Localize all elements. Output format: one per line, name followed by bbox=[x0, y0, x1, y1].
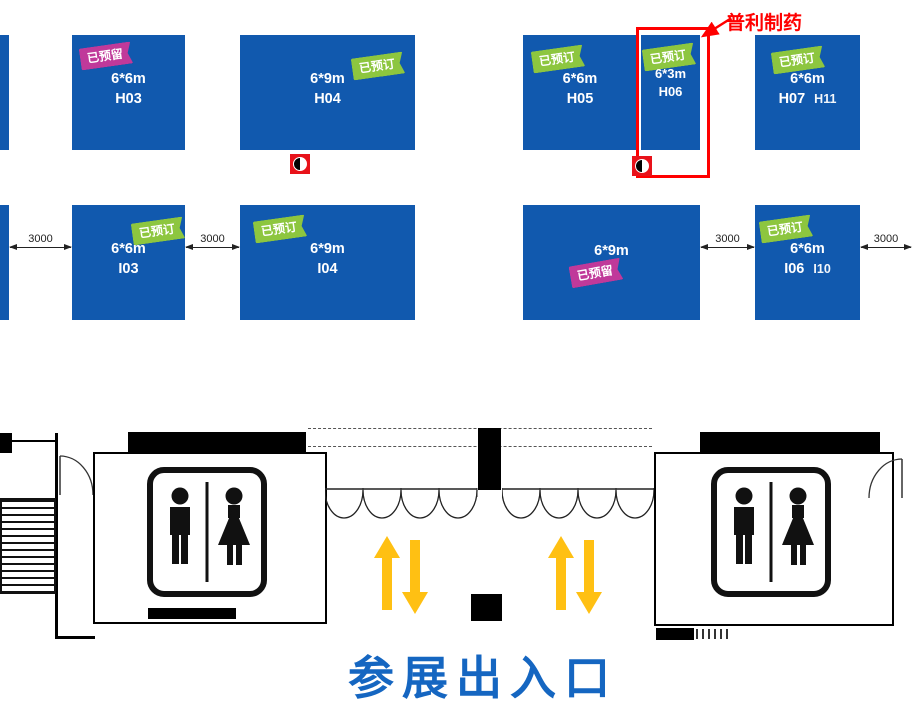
wall-segment bbox=[0, 440, 56, 442]
booth-size: 6*9m bbox=[594, 243, 629, 259]
booth-size: 6*6m bbox=[790, 241, 825, 257]
booth-size: 6*6m bbox=[790, 71, 825, 87]
arrow-down-icon bbox=[402, 540, 428, 614]
door-swing-icon bbox=[868, 458, 903, 499]
wall-segment bbox=[148, 608, 236, 619]
arrow-up-icon bbox=[374, 536, 400, 610]
wall-hatch bbox=[696, 629, 730, 639]
center-block bbox=[471, 594, 502, 621]
door-swing-row-left bbox=[325, 488, 478, 519]
restroom-sign-icon bbox=[711, 467, 831, 597]
booth-id: H06 bbox=[658, 84, 683, 100]
booth-id: I06 bbox=[784, 261, 805, 278]
annotation-company: 普利制药 bbox=[726, 13, 803, 34]
booth-id-secondary: I10 bbox=[813, 262, 831, 277]
staircase bbox=[0, 498, 56, 594]
dimension-label: 3000 bbox=[873, 233, 899, 245]
booth-i05[interactable]: 6*9m 已预留 bbox=[523, 205, 700, 320]
dimension-label: 3000 bbox=[715, 233, 740, 245]
booth-partial-row2-left[interactable] bbox=[0, 205, 9, 320]
booth-i04[interactable]: 已预订 6*9m I04 bbox=[240, 205, 415, 320]
wall-segment bbox=[55, 636, 95, 639]
restroom-sign-icon bbox=[147, 467, 267, 597]
booth-size: 6*6m bbox=[111, 71, 146, 87]
booth-size: 6*9m bbox=[310, 241, 345, 257]
fire-hydrant-icon bbox=[632, 156, 652, 176]
booth-id: H07 bbox=[778, 91, 806, 108]
fire-hydrant-icon bbox=[290, 154, 310, 174]
arrow-down-icon bbox=[576, 540, 602, 614]
booth-id: H05 bbox=[566, 91, 594, 108]
reserved-badge: 已预留 bbox=[568, 258, 623, 289]
dimension-3000: 3000 bbox=[860, 233, 912, 250]
booth-id: H04 bbox=[314, 91, 341, 108]
booth-h03[interactable]: 已预留 6*6m H03 bbox=[72, 35, 185, 150]
entrance-label: 参展出入口 bbox=[348, 652, 618, 704]
booth-id-secondary: H11 bbox=[814, 92, 837, 107]
booth-id: I03 bbox=[118, 261, 139, 278]
center-column bbox=[478, 428, 501, 490]
dimension-3000: 3000 bbox=[700, 233, 755, 250]
booth-h05[interactable]: 已预订 6*6m H05 bbox=[523, 35, 637, 150]
door-swing-icon bbox=[59, 455, 94, 496]
reserved-badge: 已预留 bbox=[79, 41, 134, 70]
arrow-up-icon bbox=[548, 536, 574, 610]
dimension-label: 3000 bbox=[28, 233, 53, 245]
wall-segment bbox=[0, 433, 12, 453]
wall-segment bbox=[55, 433, 58, 639]
wall-segment bbox=[656, 628, 694, 640]
booth-size: 6*6m bbox=[562, 71, 598, 87]
booth-size: 6*3m bbox=[654, 66, 687, 81]
dimension-label: 3000 bbox=[200, 233, 225, 245]
booth-i03[interactable]: 已预订 6*6m I03 bbox=[72, 205, 185, 320]
booth-h06[interactable]: 已预订 6*3m H06 bbox=[641, 35, 700, 150]
annotation-arrow bbox=[700, 17, 731, 38]
booth-id: I04 bbox=[317, 261, 338, 278]
booth-size: 6*6m bbox=[111, 241, 146, 257]
door-swing-row-right bbox=[502, 488, 655, 519]
dimension-3000: 3000 bbox=[185, 233, 240, 250]
dimension-3000: 3000 bbox=[9, 233, 72, 250]
booth-partial-top-left[interactable] bbox=[0, 35, 9, 150]
booth-size: 6*9m bbox=[310, 71, 345, 87]
booth-id: H03 bbox=[115, 91, 142, 108]
highlight-box-h06 bbox=[636, 27, 710, 178]
wall-segment bbox=[700, 432, 880, 453]
wall-segment bbox=[128, 432, 306, 453]
booth-h04[interactable]: 已预订 6*9m H04 bbox=[240, 35, 415, 150]
